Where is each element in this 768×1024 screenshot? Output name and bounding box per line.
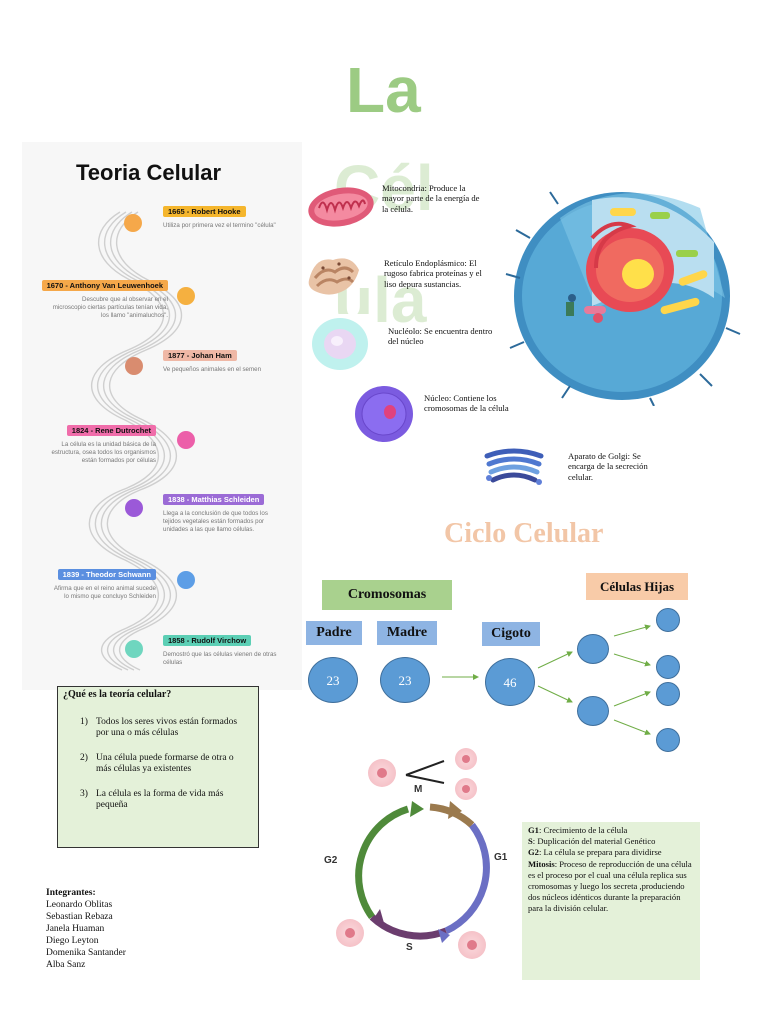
- cigoto-label: Cigoto: [482, 622, 540, 646]
- granddaughter-cell: [656, 608, 680, 632]
- endoplasmic-reticulum-icon: [308, 258, 359, 295]
- mitochondria-text: Mitocondria: Produce la mayor parte de l…: [382, 183, 480, 214]
- legend-mitosis: Mitosis: Proceso de reproducción de una …: [528, 859, 694, 915]
- timeline-event-1665: 1665 - Robert Hooke Utiliza por primera …: [163, 201, 283, 230]
- member-name: Diego Leyton: [46, 936, 99, 946]
- question-item-3: 3) La célula es la forma de vida más peq…: [80, 789, 250, 812]
- timeline-event-1824: 1824 - Rene Dutrochet La célula es la un…: [44, 420, 156, 465]
- legend-text: : Crecimiento de la célula: [538, 825, 628, 835]
- item-number: 1): [80, 717, 88, 727]
- member-name: Janela Huaman: [46, 924, 105, 934]
- granddaughter-cell: [656, 728, 680, 752]
- nucleus-icon: [355, 386, 413, 442]
- event-desc: Ve pequeños animales en el semen: [163, 366, 262, 373]
- madre-label: Madre: [377, 621, 437, 645]
- members-list: Integrantes: Leonardo Oblitas Sebastian …: [46, 887, 126, 971]
- legend-text: : Duplicación del material Genético: [532, 836, 656, 847]
- timeline-event-1839: 1839 - Theodor Schwann Afirma que en el …: [50, 564, 156, 601]
- golgi-apparatus-icon: [484, 448, 544, 485]
- event-label: 1839 - Theodor Schwann: [57, 569, 156, 580]
- event-desc: Afirma que en el reino animal sucede lo …: [53, 585, 156, 601]
- timeline-event-1838: 1838 - Matthias Schleiden Llega a la con…: [163, 489, 281, 534]
- event-label: 1824 - Rene Dutrochet: [66, 425, 156, 436]
- granddaughter-cell: [656, 682, 680, 706]
- legend-text: : Proceso de reproducción de una célula …: [528, 858, 692, 914]
- cromosomas-label: Cromosomas: [322, 580, 452, 610]
- legend-key: G1: [528, 825, 539, 835]
- timeline-title: Teoria Celular: [76, 160, 222, 185]
- member-name: Leonardo Oblitas: [46, 900, 113, 910]
- event-label: 1670 - Anthony Van Leuwenhoek: [41, 280, 168, 291]
- question-title: ¿Qué es la teoría celular?: [63, 689, 172, 700]
- mitochondria-icon: [308, 187, 374, 227]
- celulas-hijas-label: Células Hijas: [586, 573, 688, 600]
- legend-box: G1: Crecimiento de la célula S: Duplicac…: [522, 822, 700, 980]
- golgi-apparatus-text: Aparato de Golgi: Se encarga de la secre…: [568, 451, 648, 482]
- item-text: Todos los seres vivos están formados por…: [96, 717, 238, 739]
- division-arrows: [442, 624, 651, 735]
- question-box: ¿Qué es la teoría celular? 1) Todos los …: [57, 686, 259, 848]
- nucleolus-text: Nucléolo: Se encuentra dentro del núcleo: [388, 326, 493, 347]
- granddaughter-cell: [656, 655, 680, 679]
- endoplasmic-reticulum-text: Retículo Endoplásmico: El rugoso fabrica…: [384, 258, 482, 289]
- timeline-dot-1824: [177, 431, 195, 449]
- title-line-1: La: [346, 54, 421, 126]
- timeline-dot-1838: [125, 499, 143, 517]
- members-title: Integrantes:: [46, 888, 96, 898]
- timeline-panel: [22, 142, 302, 690]
- event-label: 1858 - Rudolf Virchow: [163, 635, 252, 646]
- member-name: Domenika Santander: [46, 948, 126, 958]
- event-desc: Demostró que las células vienen de otras…: [163, 651, 277, 667]
- item-text: Una célula puede formarse de otra o más …: [96, 753, 234, 775]
- legend-g2: G2: La célula se prepara para dividirse: [528, 847, 694, 858]
- legend-key: G2: [528, 847, 539, 858]
- timeline-dot-1839: [177, 571, 195, 589]
- nucleolus-icon: [309, 314, 371, 374]
- phase-g1-label: G1: [494, 852, 508, 863]
- daughter-cell: [577, 696, 609, 726]
- timeline-event-1858: 1858 - Rudolf Virchow Demostró que las c…: [163, 630, 281, 667]
- question-item-2: 2) Una célula puede formarse de otra o m…: [80, 753, 250, 776]
- event-desc: Descubre que al observar en el microscop…: [52, 296, 168, 320]
- phase-s-label: S: [406, 942, 413, 953]
- legend-key: Mitosis: [528, 858, 555, 869]
- item-number: 2): [80, 753, 88, 763]
- phase-g2-label: G2: [324, 855, 338, 866]
- event-desc: Llega a la conclusión de que todos los t…: [163, 510, 268, 534]
- madre-chromosome-count: 23: [380, 657, 430, 703]
- item-number: 3): [80, 789, 88, 799]
- event-desc: La célula es la unidad básica de la estr…: [51, 441, 156, 465]
- cell-cycle-diagram: [336, 748, 490, 959]
- timeline-dot-1670: [177, 287, 195, 305]
- timeline-dot-1877: [125, 357, 143, 375]
- question-item-1: 1) Todos los seres vivos están formados …: [80, 717, 250, 740]
- animal-cell-illustration: [505, 191, 741, 406]
- legend-s: S: Duplicación del material Genético: [528, 836, 694, 847]
- phase-m-label: M: [414, 784, 423, 795]
- daughter-cell: [577, 634, 609, 664]
- event-label: 1877 - Johan Ham: [163, 350, 237, 361]
- timeline-dot-1858: [125, 640, 143, 658]
- timeline-event-1670: 1670 - Anthony Van Leuwenhoek Descubre q…: [28, 275, 168, 320]
- padre-chromosome-count: 23: [308, 657, 358, 703]
- timeline-event-1877: 1877 - Johan Ham Ve pequeños animales en…: [163, 345, 283, 374]
- legend-key: S: [528, 836, 533, 847]
- item-text: La célula es la forma de vida más pequeñ…: [96, 789, 224, 811]
- legend-g1: G1: Crecimiento de la célula: [528, 825, 694, 836]
- legend-text: : La célula se prepara para dividirse: [538, 847, 662, 858]
- event-label: 1665 - Robert Hooke: [163, 206, 246, 217]
- nucleus-text: Núcleo: Contiene los cromosomas de la cé…: [424, 393, 509, 414]
- ciclo-title: Ciclo Celular: [444, 518, 604, 549]
- timeline-dot-1665: [124, 214, 142, 232]
- padre-label: Padre: [306, 621, 362, 645]
- member-name: Alba Sanz: [46, 960, 86, 970]
- member-name: Sebastian Rebaza: [46, 912, 113, 922]
- cigoto-chromosome-count: 46: [485, 658, 535, 706]
- event-label: 1838 - Matthias Schleiden: [163, 494, 265, 505]
- event-desc: Utiliza por primera vez el termino "célu…: [163, 222, 276, 229]
